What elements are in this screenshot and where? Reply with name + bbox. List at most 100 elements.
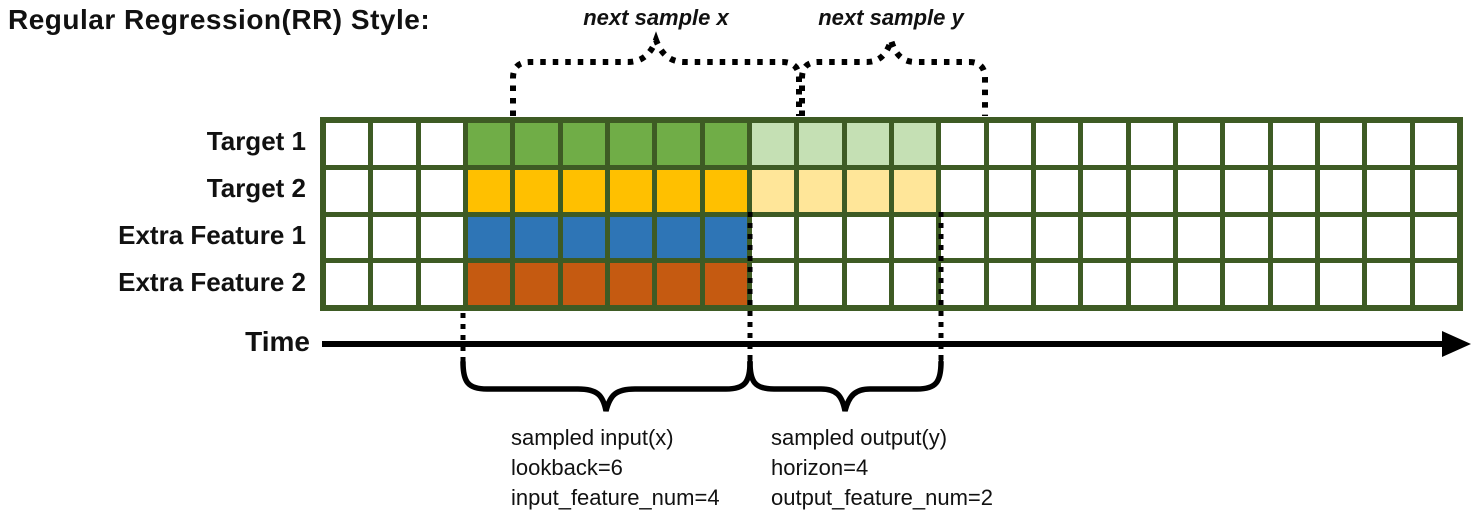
next-sample-x-brace xyxy=(510,31,802,116)
grid-cell xyxy=(609,263,653,305)
time-axis-label: Time xyxy=(245,326,310,357)
grid-cell xyxy=(467,169,511,212)
sampled-output-annotation: sampled output(y) horizon=4 output_featu… xyxy=(771,423,993,513)
grid-cell xyxy=(515,169,558,212)
grid-cell xyxy=(1083,123,1126,165)
grid-cell xyxy=(1367,123,1410,165)
grid-cell xyxy=(846,169,889,212)
grid-cell xyxy=(941,123,984,165)
grid-cell xyxy=(1083,263,1126,305)
grid-cell xyxy=(799,123,842,165)
grid-cell xyxy=(562,216,605,259)
next-sample-y-label: next sample y xyxy=(818,5,964,30)
grid-cell xyxy=(657,216,700,259)
grid-cell xyxy=(373,123,416,165)
sampled-output-title: sampled output(y) xyxy=(771,425,948,450)
next-sample-x-label: next sample x xyxy=(583,5,729,30)
grid-cell xyxy=(799,263,842,305)
grid-cell xyxy=(1083,169,1126,212)
grid-cell xyxy=(893,263,937,305)
sampled-input-brace xyxy=(460,359,753,412)
grid-cell xyxy=(657,169,700,212)
row-label-extra-feature-1: Extra Feature 1 xyxy=(118,220,306,250)
horizon-value: horizon=4 xyxy=(771,455,869,480)
grid-cell xyxy=(515,216,558,259)
grid-cell xyxy=(1035,263,1079,305)
grid-cell xyxy=(1319,123,1363,165)
grid-cell xyxy=(657,263,700,305)
grid-cell xyxy=(1035,169,1079,212)
grid-cell xyxy=(988,216,1031,259)
grid-cell xyxy=(1272,123,1315,165)
grid-cell xyxy=(1414,263,1457,305)
grid-cell xyxy=(751,216,795,259)
grid-cell xyxy=(988,169,1031,212)
page-title: Regular Regression(RR) Style: xyxy=(8,4,431,35)
grid-cell xyxy=(1225,263,1268,305)
grid-cell xyxy=(326,216,369,259)
grid-cell xyxy=(420,123,463,165)
grid-cell xyxy=(704,263,747,305)
grid-cell xyxy=(326,263,369,305)
sampled-input-annotation: sampled input(x) lookback=6 input_featur… xyxy=(511,423,720,513)
grid-cell xyxy=(326,123,369,165)
grid-cell xyxy=(704,123,747,165)
grid-cell xyxy=(1367,169,1410,212)
row-label-target-2: Target 2 xyxy=(206,173,306,203)
grid-cell xyxy=(1225,216,1268,259)
grid-cell xyxy=(751,263,795,305)
grid-cell xyxy=(373,263,416,305)
grid-cell xyxy=(1319,216,1363,259)
grid-cell xyxy=(1177,169,1221,212)
lookback-value: lookback=6 xyxy=(511,455,623,480)
grid-cell xyxy=(373,216,416,259)
grid-cell xyxy=(1130,263,1173,305)
grid-cell xyxy=(1319,169,1363,212)
row-label-extra-feature-2: Extra Feature 2 xyxy=(118,267,306,297)
grid-cell xyxy=(1130,216,1173,259)
grid-cell xyxy=(420,263,463,305)
grid-cell xyxy=(941,169,984,212)
grid-cell xyxy=(704,216,747,259)
grid-cell xyxy=(1272,169,1315,212)
grid-cell xyxy=(467,216,511,259)
grid-cell xyxy=(1177,216,1221,259)
grid-cell xyxy=(1083,216,1126,259)
grid-cell xyxy=(1035,216,1079,259)
grid-cell xyxy=(1367,216,1410,259)
grid-cell xyxy=(1177,263,1221,305)
grid-cell xyxy=(893,169,937,212)
grid-cell xyxy=(609,216,653,259)
grid-cell xyxy=(941,263,984,305)
grid-cell xyxy=(941,216,984,259)
grid-cell xyxy=(751,169,795,212)
grid-cell xyxy=(467,263,511,305)
grid-cell xyxy=(1130,169,1173,212)
input-feature-num: input_feature_num=4 xyxy=(511,485,720,510)
grid-cell xyxy=(846,263,889,305)
output-feature-num: output_feature_num=2 xyxy=(771,485,994,510)
grid-cell xyxy=(1035,123,1079,165)
grid-cell xyxy=(751,123,795,165)
next-sample-y-brace xyxy=(799,28,988,116)
grid-cell xyxy=(846,216,889,259)
sampled-output-brace xyxy=(747,359,944,412)
grid-cell xyxy=(515,123,558,165)
grid-cell xyxy=(799,216,842,259)
grid-cell xyxy=(988,123,1031,165)
grid-cell xyxy=(657,123,700,165)
grid-cell xyxy=(373,169,416,212)
grid-cell xyxy=(562,263,605,305)
grid-cell xyxy=(704,169,747,212)
grid-cell xyxy=(562,169,605,212)
grid-cell xyxy=(1414,169,1457,212)
grid-cell xyxy=(893,216,937,259)
grid-cell xyxy=(1130,123,1173,165)
grid-cell xyxy=(988,263,1031,305)
grid-cell xyxy=(799,169,842,212)
grid-cell xyxy=(1272,216,1315,259)
grid-cell xyxy=(1319,263,1363,305)
grid-cell xyxy=(420,216,463,259)
grid-cell xyxy=(609,169,653,212)
grid-cell xyxy=(1272,263,1315,305)
